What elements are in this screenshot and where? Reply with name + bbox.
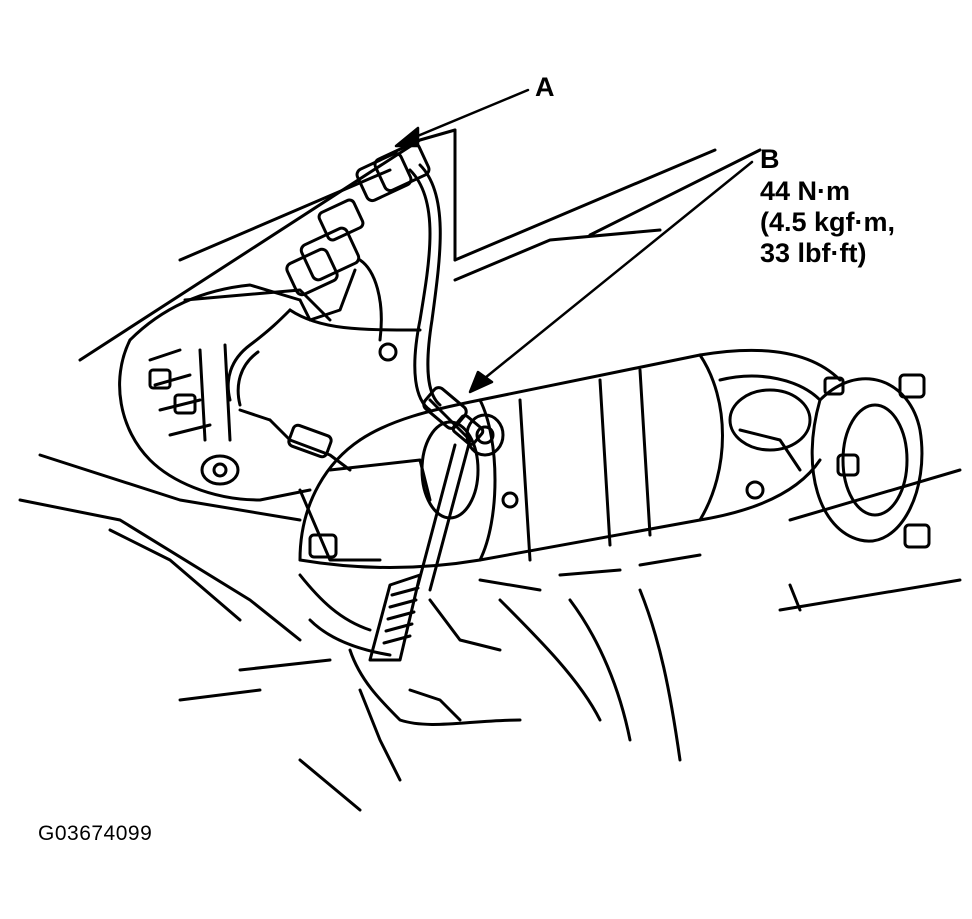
callout-label-a: A: [535, 72, 555, 102]
manifold-heat-shield: [118, 283, 332, 502]
oxygen-sensor-b: [422, 386, 485, 446]
torque-spec: 44 N·m (4.5 kgf·m, 33 lbf·ft): [760, 176, 895, 269]
callout-label-b: B: [760, 144, 780, 174]
leader-b: [478, 160, 754, 384]
catalytic-converter: [298, 348, 842, 762]
front-sensor-assembly: [226, 308, 352, 472]
torque-line-kgfm: (4.5 kgf·m,: [760, 207, 896, 237]
exhaust-flange-front: [298, 413, 505, 657]
arrowhead-a: [394, 126, 420, 148]
torque-line-nm: 44 N·m: [760, 176, 851, 206]
figure-id: G03674099: [38, 822, 153, 845]
callout-leaders: [394, 88, 754, 394]
leader-a: [406, 88, 530, 142]
upper-connector-a: [355, 141, 431, 203]
exhaust-flange-rear: [810, 373, 931, 549]
ribbed-harness-boot: [348, 438, 522, 782]
wiring-harness: [408, 163, 442, 412]
torque-line-lbfft: 33 lbf·ft): [760, 238, 867, 268]
lower-connectors: [285, 198, 422, 362]
arrowhead-b: [468, 370, 494, 394]
vehicle-body-lines: [18, 128, 962, 812]
